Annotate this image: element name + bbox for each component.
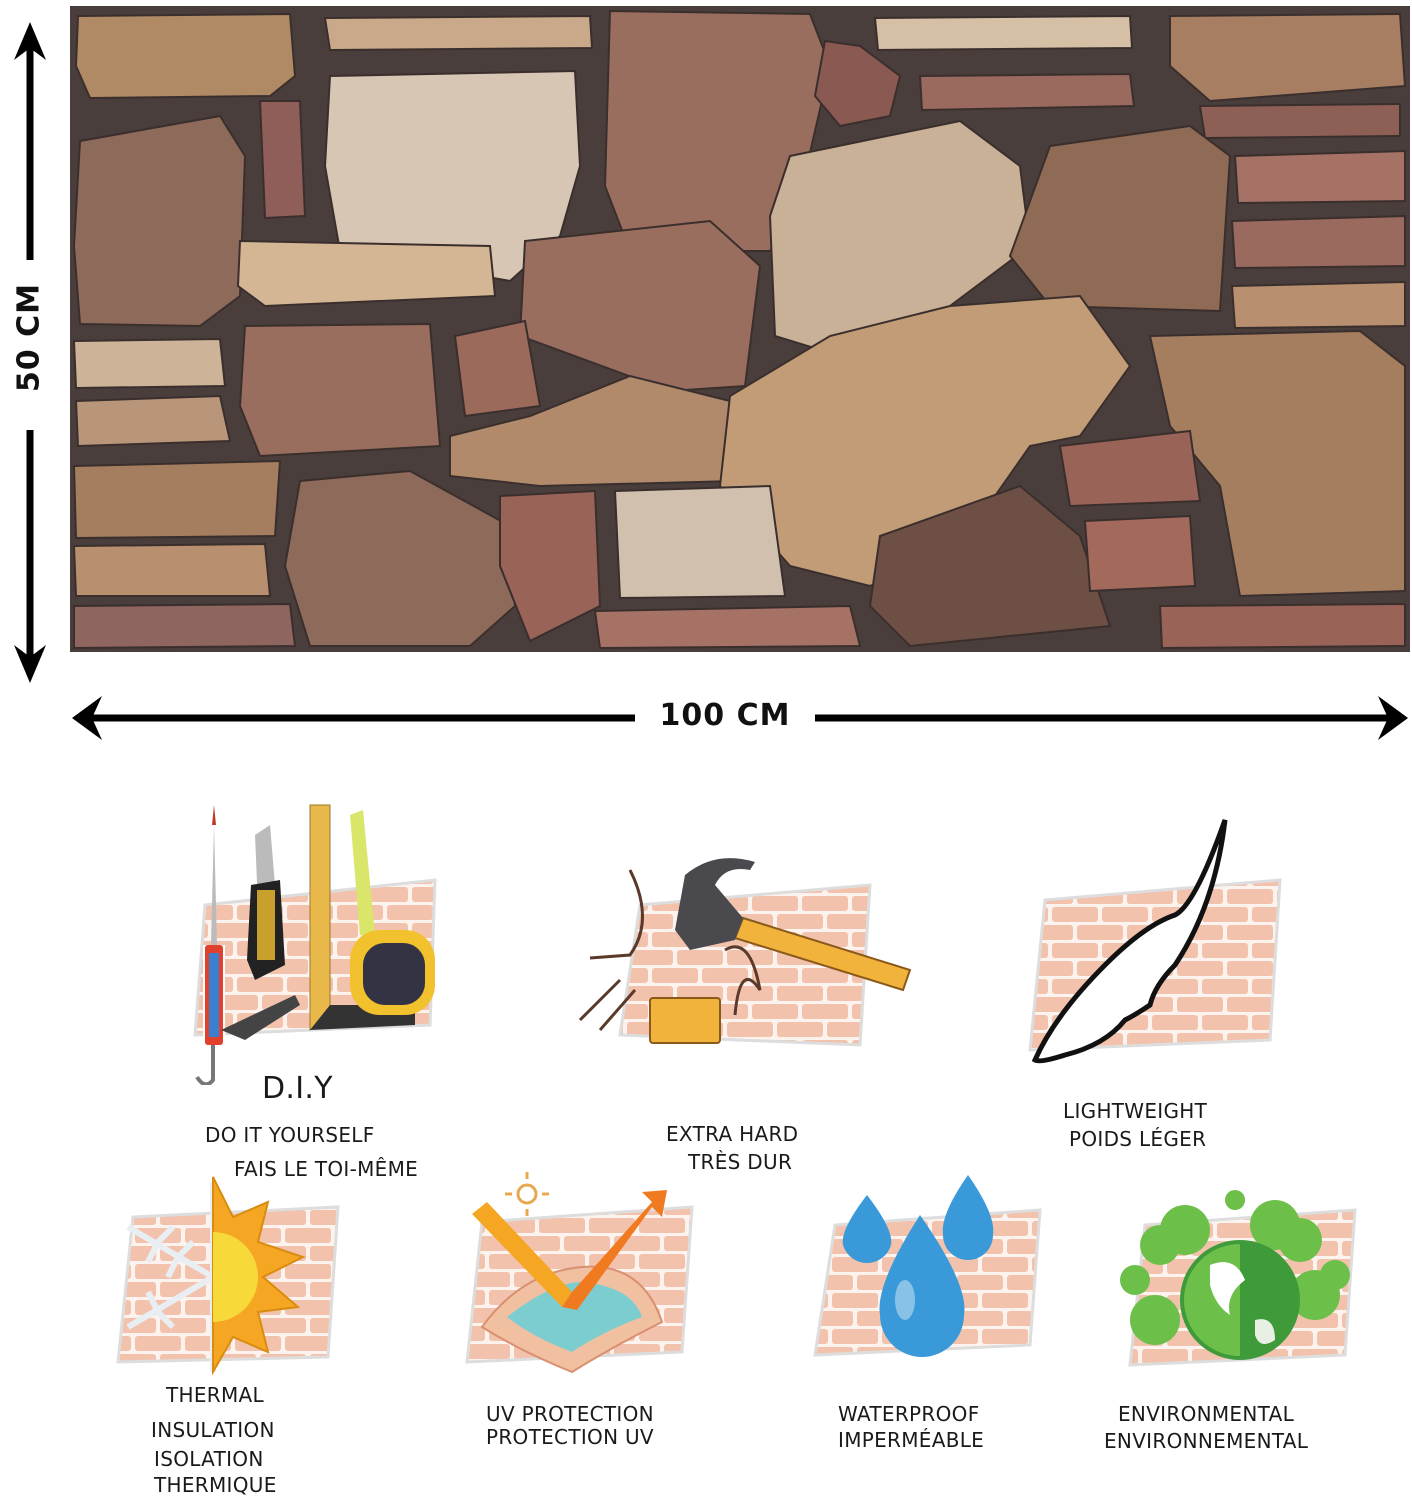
thermal-label-fr-1: ISOLATION [154, 1447, 264, 1471]
snowflake-sun-icon [116, 1176, 340, 1376]
uv-label-en: UV PROTECTION [486, 1402, 654, 1426]
stone-wall-panel-image [70, 6, 1410, 652]
extra-hard-label-en: EXTRA HARD [666, 1122, 799, 1146]
diy-title: D.I.Y [262, 1071, 333, 1106]
environmental-label-en: ENVIRONMENTAL [1118, 1402, 1295, 1426]
lightweight-label-en: LIGHTWEIGHT [1063, 1099, 1208, 1123]
width-dimension-label: 100 CM [659, 698, 791, 733]
diy-label-fr: FAIS LE TOI-MÊME [234, 1157, 419, 1181]
thermal-label-fr-2: THERMIQUE [154, 1473, 277, 1497]
earth-trees-icon [1120, 1190, 1357, 1367]
thermal-label-en-1: THERMAL [166, 1383, 264, 1407]
height-dimension-arrow [14, 22, 46, 683]
lightweight-label-fr: POIDS LÉGER [1069, 1127, 1207, 1151]
feather-icon [1028, 819, 1282, 1064]
uv-label-fr: PROTECTION UV [486, 1425, 654, 1449]
uv-reflect-icon [465, 1172, 694, 1374]
height-dimension-label: 50 CM [11, 282, 47, 393]
water-drops-icon [813, 1175, 1042, 1357]
waterproof-label-fr: IMPERMÉABLE [838, 1428, 985, 1452]
hammer-icon [578, 858, 912, 1047]
diy-label-en: DO IT YOURSELF [205, 1123, 375, 1147]
stone-texture [70, 6, 1410, 652]
waterproof-label-en: WATERPROOF [838, 1402, 980, 1426]
thermal-label-en-2: INSULATION [151, 1418, 275, 1442]
tools-icon [193, 804, 437, 1085]
extra-hard-label-fr: TRÈS DUR [688, 1150, 793, 1174]
width-dimension-arrow [72, 696, 1408, 740]
environmental-label-fr: ENVIRONNEMENTAL [1104, 1429, 1309, 1453]
